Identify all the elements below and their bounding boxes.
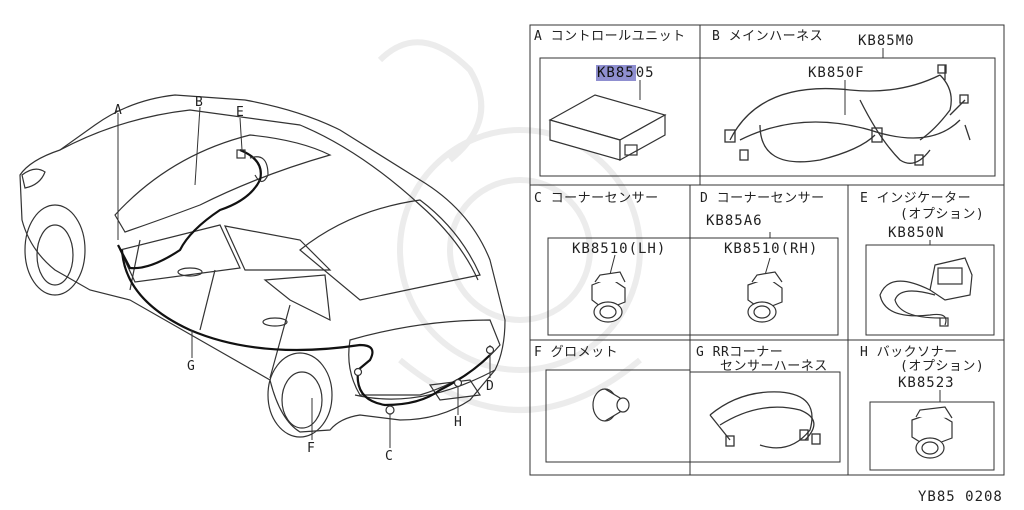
panel-h-subtitle: (オプション) — [900, 359, 985, 374]
car-sensors — [353, 345, 495, 415]
watermark-logo — [377, 39, 643, 413]
panel-e-subtitle: (オプション) — [900, 207, 985, 222]
panel-d-part[interactable]: KB8510(RH) — [724, 241, 819, 257]
panel-h-part[interactable]: KB8523 — [898, 375, 955, 391]
panel-e-title: E インジケーター — [860, 191, 972, 206]
car-label-d: D — [486, 379, 495, 394]
rr-harness-icon — [709, 391, 821, 449]
corner-sensor-rh-icon — [747, 271, 783, 323]
car-label-g: G — [187, 359, 196, 374]
control-unit-icon — [548, 94, 667, 162]
corner-sensor-lh-icon — [591, 271, 626, 323]
car-label-h: H — [454, 415, 463, 430]
panel-c-title: C コーナーセンサー — [534, 191, 659, 206]
parts-table — [529, 24, 1005, 476]
part-rest: 05 — [635, 65, 655, 81]
back-sonar-icon — [911, 406, 953, 459]
panel-b-part-sub[interactable]: KB850F — [808, 65, 865, 81]
panel-e-part[interactable]: KB850N — [888, 225, 945, 241]
car-label-e: E — [236, 105, 245, 120]
panel-d-title: D コーナーセンサー — [700, 191, 825, 206]
panel-a-title: A コントロールユニット — [534, 29, 686, 44]
car-label-f: F — [307, 441, 316, 456]
car-indicator — [236, 149, 269, 183]
panel-a-part[interactable]: KB8505 — [596, 65, 655, 81]
part-leaders — [607, 48, 941, 402]
car-outline — [19, 94, 506, 438]
panel-b-title: B メインハーネス — [712, 29, 824, 44]
panel-g-title2: センサーハーネス — [720, 359, 828, 374]
panel-h-title: H バックソナー — [860, 345, 958, 360]
main-harness-icon — [724, 64, 971, 166]
car-label-c: C — [385, 449, 394, 464]
car-label-b: B — [195, 95, 204, 110]
panel-c-part[interactable]: KB8510(LH) — [572, 241, 667, 257]
leader-lines — [117, 106, 491, 448]
diagram-code: YB85 0208 — [918, 489, 1003, 505]
panel-f-title: F グロメット — [534, 345, 619, 360]
panel-d-part-set[interactable]: KB85A6 — [706, 213, 763, 229]
car-harness — [117, 148, 491, 407]
car-label-a: A — [114, 103, 123, 118]
part-highlight: KB85 — [596, 65, 636, 81]
indicator-icon — [879, 257, 973, 327]
panel-g-title: G RRコーナー — [696, 345, 784, 360]
grommet-icon — [592, 388, 630, 422]
panel-b-part-main[interactable]: KB85M0 — [858, 33, 915, 49]
